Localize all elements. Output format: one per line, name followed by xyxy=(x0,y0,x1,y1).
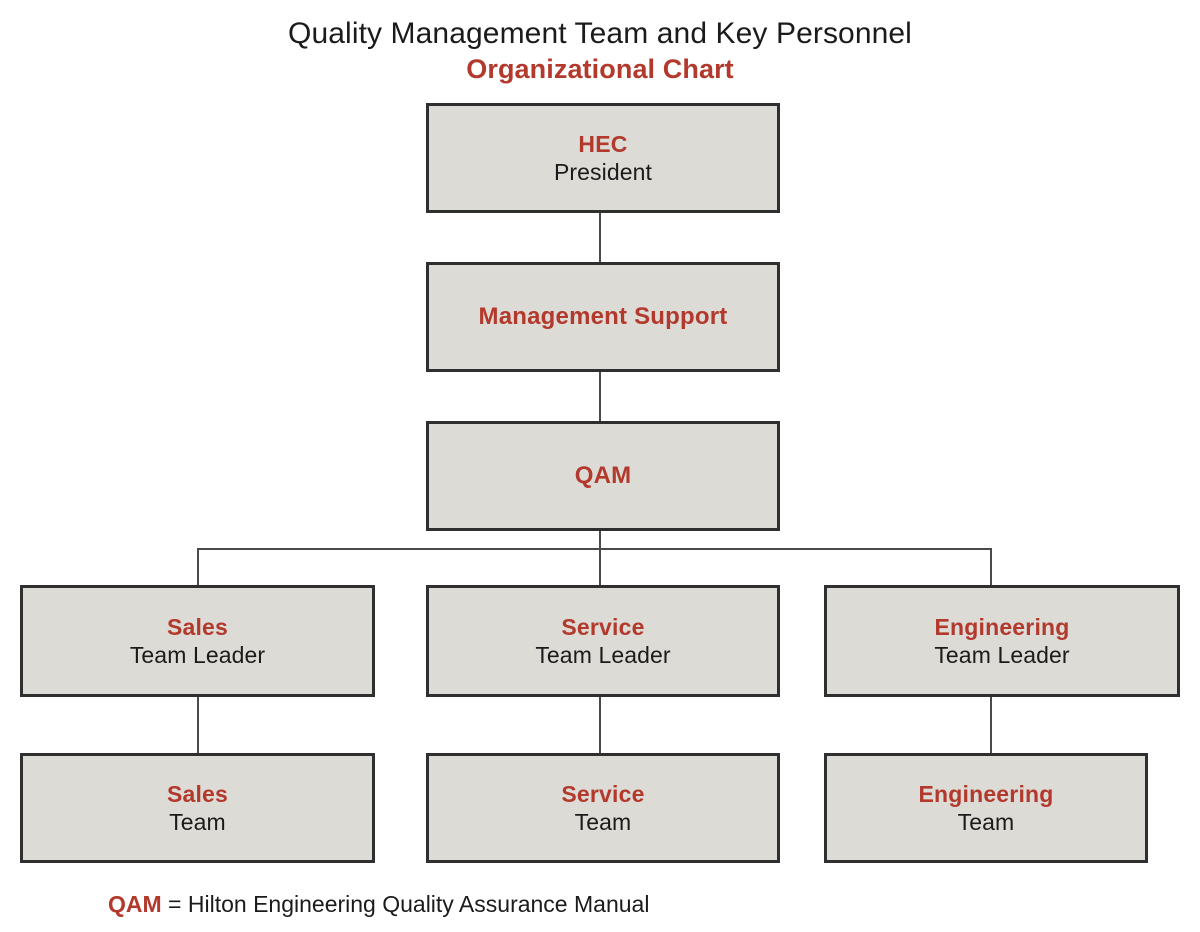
connector-service-leader-to-service-team xyxy=(599,697,601,754)
org-node-service-team[interactable]: Service Team xyxy=(426,753,780,863)
footnote-legend: QAM = Hilton Engineering Quality Assuran… xyxy=(108,889,649,919)
org-node-service-team-primary-label: Service xyxy=(561,780,645,807)
org-node-hec-secondary-label: President xyxy=(553,158,653,185)
org-node-hec-primary-label: HEC xyxy=(578,130,628,157)
connector-horizontal-bus xyxy=(197,548,992,550)
org-node-engineering-team-leader-primary-label: Engineering xyxy=(934,613,1070,640)
org-node-management-support[interactable]: Management Support xyxy=(426,262,780,372)
chart-title-block: Quality Management Team and Key Personne… xyxy=(0,16,1200,86)
connector-bus-to-service-leader xyxy=(599,548,601,586)
org-node-engineering-team-leader-secondary-label: Team Leader xyxy=(934,641,1070,668)
org-node-management-support-primary-label: Management Support xyxy=(478,303,728,330)
org-node-service-team-leader-primary-label: Service xyxy=(561,613,645,640)
connector-bus-to-sales-leader xyxy=(197,548,199,586)
page-title: Quality Management Team and Key Personne… xyxy=(288,17,912,50)
org-node-sales-team[interactable]: Sales Team xyxy=(20,753,375,863)
connector-sales-leader-to-sales-team xyxy=(197,697,199,754)
connector-management-support-to-qam xyxy=(599,372,601,422)
footnote-definition: = Hilton Engineering Quality Assurance M… xyxy=(161,891,650,917)
org-node-engineering-team-leader[interactable]: Engineering Team Leader xyxy=(824,585,1180,697)
org-node-sales-team-leader-primary-label: Sales xyxy=(166,613,229,640)
org-node-sales-team-primary-label: Sales xyxy=(166,780,229,807)
org-node-sales-team-leader-secondary-label: Team Leader xyxy=(129,641,266,668)
org-node-service-team-secondary-label: Team xyxy=(574,808,632,835)
org-node-hec[interactable]: HEC President xyxy=(426,103,780,213)
org-node-engineering-team-primary-label: Engineering xyxy=(918,780,1054,807)
org-node-engineering-team-secondary-label: Team xyxy=(957,808,1015,835)
connector-hec-to-management-support xyxy=(599,213,601,263)
connector-engineering-leader-to-engineering-team xyxy=(990,697,992,754)
org-node-engineering-team[interactable]: Engineering Team xyxy=(824,753,1148,863)
page-subtitle: Organizational Chart xyxy=(466,54,734,84)
org-node-qam-primary-label: QAM xyxy=(574,462,632,489)
connector-qam-to-bus xyxy=(599,531,601,550)
footnote-abbreviation: QAM xyxy=(108,891,162,917)
org-node-service-team-leader[interactable]: Service Team Leader xyxy=(426,585,780,697)
org-node-qam[interactable]: QAM xyxy=(426,421,780,531)
org-node-service-team-leader-secondary-label: Team Leader xyxy=(535,641,671,668)
connector-bus-to-engineering-leader xyxy=(990,548,992,586)
org-node-sales-team-leader[interactable]: Sales Team Leader xyxy=(20,585,375,697)
org-node-sales-team-secondary-label: Team xyxy=(169,808,226,835)
